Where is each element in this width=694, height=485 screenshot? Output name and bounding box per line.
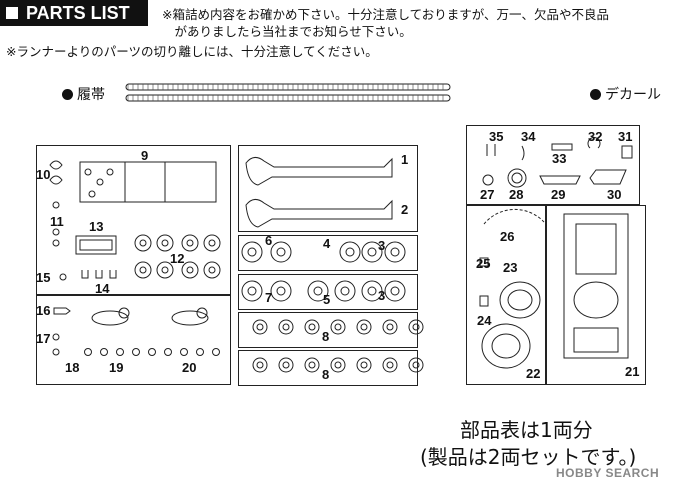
part-number-8a: 8 [322, 329, 330, 344]
part-number-15: 15 [36, 270, 51, 285]
part-number-6: 6 [265, 233, 273, 248]
part-number-3b: 3 [378, 288, 386, 303]
track-runners-drawing [125, 83, 451, 102]
part-number-14: 14 [95, 281, 110, 296]
runner-frame-wheels-c [238, 312, 418, 348]
parts-list-header: PARTS LIST [0, 0, 148, 26]
part-number-12: 12 [170, 251, 185, 266]
part-number-16: 16 [36, 303, 51, 318]
part-number-23: 23 [503, 260, 518, 275]
runner-frame-turret [466, 205, 546, 385]
tracks-label-text: 履帯 [77, 87, 105, 103]
part-number-5: 5 [323, 292, 331, 307]
part-number-18: 18 [65, 360, 80, 375]
part-number-34: 34 [521, 129, 536, 144]
part-number-24: 24 [477, 313, 492, 328]
part-1-shape [245, 157, 393, 186]
part-number-17: 17 [36, 331, 51, 346]
part-number-32: 32 [588, 129, 603, 144]
part-number-3a: 3 [378, 238, 386, 253]
part-number-11: 11 [50, 214, 64, 229]
part-number-33: 33 [552, 151, 567, 166]
part-21-shape [563, 213, 629, 359]
part-number-7: 7 [265, 290, 273, 305]
watermark-logo: HOBBY SEARCH [556, 466, 660, 480]
part-9-shape [79, 161, 217, 203]
part-number-29: 29 [551, 187, 566, 202]
part-number-8b: 8 [322, 367, 330, 382]
footer-line-1: 部品表は1両分 [460, 418, 593, 442]
bullet-icon [590, 88, 601, 100]
part-number-31: 31 [618, 129, 633, 144]
part-number-30: 30 [607, 187, 622, 202]
note-line-2: がありましたら当社までお知らせ下さい。 [162, 24, 412, 39]
part-2-shape [245, 199, 393, 228]
part-number-28: 28 [509, 187, 524, 202]
part-number-25: 25 [476, 256, 491, 271]
part-number-1: 1 [401, 152, 409, 167]
part-number-22: 22 [526, 366, 541, 381]
part-number-10: 10 [36, 167, 51, 182]
part-number-27: 27 [480, 187, 495, 202]
part-number-9: 9 [141, 148, 149, 163]
part-number-21: 21 [625, 364, 640, 379]
runner-frame-chassis [546, 205, 646, 385]
footer-line-2: (製品は2両セットです。) [420, 445, 637, 469]
part-number-20: 20 [182, 360, 197, 375]
runner-frame-small-parts [466, 125, 640, 205]
part-number-4: 4 [323, 236, 331, 251]
decal-label: デカール [590, 84, 661, 104]
runner-frame-hull [238, 145, 418, 232]
part-number-19: 19 [109, 360, 124, 375]
runner-frame-wheels-a [238, 235, 418, 271]
note-line-3: ※ランナーよりのパーツの切り離しには、十分注意してください。 [6, 44, 378, 59]
bullet-icon [62, 88, 73, 100]
part-number-35: 35 [489, 129, 504, 144]
note-line-1: ※箱詰め内容をお確かめ下さい。十分注意しておりますが、万一、欠品や不良品 [162, 7, 609, 22]
parts-list-title: PARTS LIST [26, 2, 130, 23]
square-icon [6, 7, 18, 19]
part-number-26: 26 [500, 229, 515, 244]
tracks-label: 履帯 [62, 84, 105, 104]
part-number-13: 13 [89, 219, 104, 234]
part-number-2: 2 [401, 202, 409, 217]
decal-label-text: デカール [605, 87, 661, 103]
